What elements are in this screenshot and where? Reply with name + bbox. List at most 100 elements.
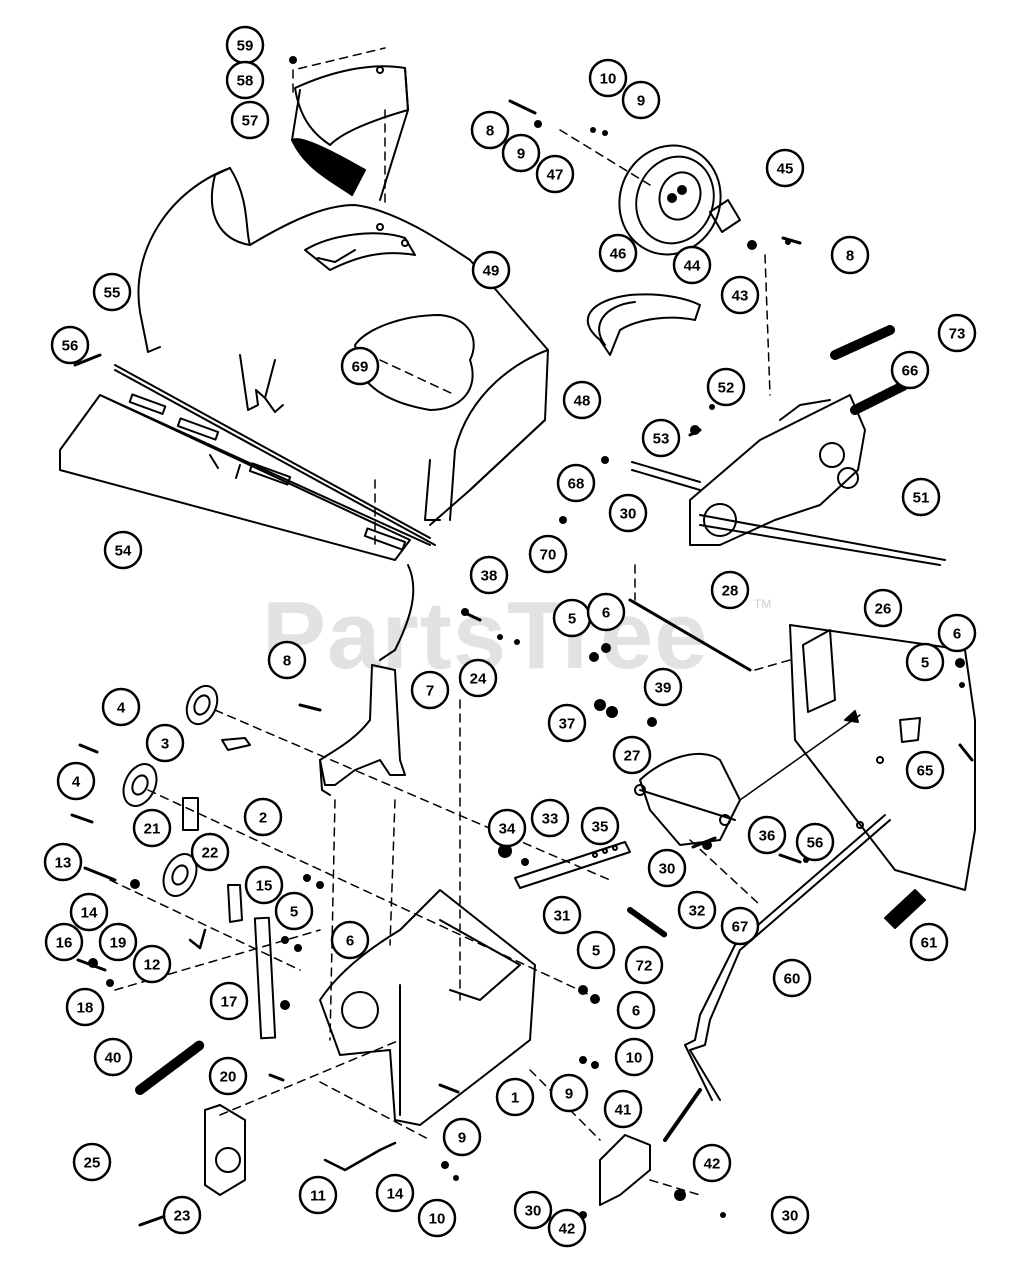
callout-layer: 5958571098947464443458555649694873665253… [43,25,977,1248]
callout-circle [65,987,105,1027]
callout-number: 17 [221,994,238,1011]
callout-circle [190,832,230,872]
callout-number: 7 [426,683,434,700]
callout-25: 25 [72,1142,112,1182]
callout-58: 58 [225,60,265,100]
callout-27: 27 [612,735,652,775]
callout-20: 20 [208,1056,248,1096]
callout-number: 26 [875,601,892,618]
callout-circle [103,530,143,570]
pulley-46 [618,144,722,256]
callout-36: 36 [747,815,787,855]
callout-52: 52 [706,367,746,407]
callout-number: 48 [574,393,591,410]
callout-9: 9 [621,80,661,120]
callout-4: 4 [56,761,96,801]
callout-number: 39 [655,680,672,697]
callout-circle [747,815,787,855]
callout-circle [616,990,656,1030]
callout-number: 16 [56,935,73,952]
callout-circle [50,325,90,365]
callout-number: 10 [600,71,617,88]
callout-10: 10 [417,1198,457,1238]
callout-circle [44,922,84,962]
callout-number: 5 [568,611,576,628]
callout-circle [643,667,683,707]
callout-5: 5 [552,598,592,638]
callout-circle [69,892,109,932]
callout-number: 27 [624,748,641,765]
callout-circle [603,1089,643,1129]
callout-9: 9 [442,1117,482,1157]
callout-61: 61 [909,922,949,962]
callout-number: 54 [115,543,132,560]
callout-number: 21 [144,821,161,838]
callout-circle [598,233,638,273]
callout-number: 13 [55,855,72,872]
callout-55: 55 [92,272,132,312]
callout-circle [647,848,687,888]
callout-circle [576,930,616,970]
callout-circle [905,750,945,790]
callout-14: 14 [69,892,109,932]
callout-number: 14 [81,905,98,922]
callout-9: 9 [501,133,541,173]
callout-number: 34 [499,821,516,838]
callout-circle [710,570,750,610]
callout-10: 10 [614,1037,654,1077]
auger-housing [137,167,549,526]
callout-9: 9 [549,1073,589,1113]
callout-number: 8 [846,248,854,265]
callout-circle [901,477,941,517]
callout-circle [672,245,712,285]
callout-circle [562,380,602,420]
callout-35: 35 [580,806,620,846]
callout-circle [209,981,249,1021]
callout-number: 61 [921,935,938,952]
callout-circle [720,275,760,315]
callout-28: 28 [710,570,750,610]
callout-circle [243,797,283,837]
callout-circle [43,842,83,882]
callout-number: 18 [77,1000,94,1017]
callout-circle [909,922,949,962]
callout-8: 8 [267,640,307,680]
callout-5: 5 [905,642,945,682]
callout-circle [830,235,870,275]
gearbox [689,394,866,546]
callout-number: 33 [542,811,559,828]
callout-11: 11 [298,1175,338,1215]
callout-59: 59 [225,25,265,65]
callout-number: 58 [237,73,254,90]
callout-number: 55 [104,285,121,302]
callout-46: 46 [598,233,638,273]
callout-circle [556,463,596,503]
callout-number: 59 [237,38,254,55]
callout-circle [375,1173,415,1213]
callout-number: 6 [953,626,961,643]
callout-47: 47 [535,154,575,194]
callout-37: 37 [547,703,587,743]
callout-number: 68 [568,476,585,493]
callout-number: 30 [620,506,637,523]
callout-number: 30 [659,861,676,878]
callout-2: 2 [243,797,283,837]
callout-5: 5 [274,891,314,931]
callout-number: 20 [220,1069,237,1086]
callout-number: 66 [902,363,919,380]
callout-65: 65 [905,750,945,790]
callout-circle [230,100,270,140]
callout-44: 44 [672,245,712,285]
callout-8: 8 [830,235,870,275]
callout-circle [208,1056,248,1096]
callout-circle [720,906,760,946]
callout-circle [442,1117,482,1157]
callout-10: 10 [588,58,628,98]
callout-circle [706,367,746,407]
callout-number: 6 [346,933,354,950]
callout-circle [692,1143,732,1183]
callout-number: 65 [917,763,934,780]
callout-number: 9 [637,93,645,110]
callout-circle [542,895,582,935]
callout-number: 69 [352,359,369,376]
